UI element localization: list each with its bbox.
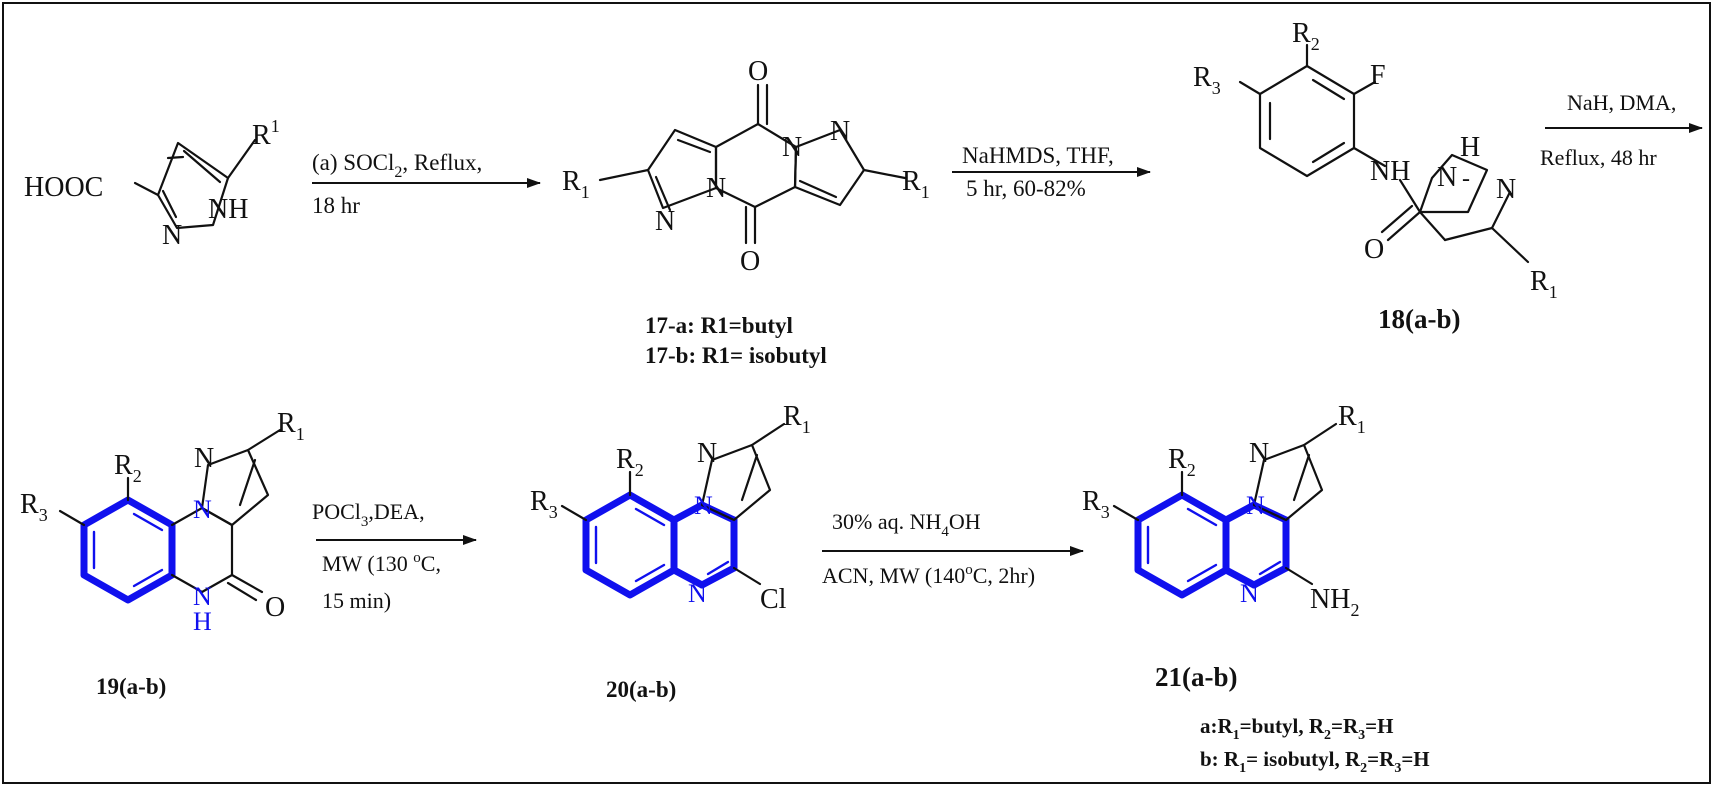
svg-text:R1: R1 [783,401,811,437]
svg-text:N: N [1240,579,1259,608]
svg-text:R2: R2 [1292,18,1320,54]
svg-text:N: N [1246,491,1265,520]
svg-text:N: N [194,443,214,474]
svg-text:30% aq. NH4OH: 30% aq. NH4OH [832,509,981,540]
compound-17a-label: 17-a: R1=butyl [645,313,793,338]
svg-text:NaH, DMA,: NaH, DMA, [1567,90,1676,115]
compound-19: R2 R3 R1 N N N H O 19(a-b) [20,408,305,699]
svg-text:ACN, MW (140oC, 2hr): ACN, MW (140oC, 2hr) [822,562,1035,588]
compound-20-label: 20(a-b) [606,677,676,702]
svg-text:O: O [748,56,768,87]
hooc-label: HOOC [24,172,103,203]
svg-text:R3: R3 [1082,486,1110,522]
arrow-step-4: POCl3,DEA, MW (130 oC, 15 min) [312,499,477,613]
svg-text:R3: R3 [1193,62,1221,98]
compound-21: R2 R3 R1 N N N NH2 21(a-b) a:R1=butyl, R… [1082,401,1430,776]
svg-text:N: N [694,491,713,520]
svg-text:N: N [688,579,707,608]
svg-text:N: N [830,116,850,147]
svg-text:F: F [1370,60,1386,91]
svg-text:R1: R1 [277,408,305,444]
start-compound: HOOC N NH R1 [24,116,280,251]
arrow-step-5: 30% aq. NH4OH ACN, MW (140oC, 2hr) [822,509,1084,588]
svg-text:O: O [1364,234,1384,265]
svg-text:R3: R3 [20,489,48,525]
svg-text:N: N [697,438,717,469]
arrow-step-3: NaH, DMA, Reflux, 48 hr [1540,90,1703,170]
svg-text:R2: R2 [114,450,142,486]
r1-label: R1 [252,116,280,151]
compound-21-label: 21(a-b) [1155,662,1238,692]
svg-text:N: N [1496,174,1516,205]
svg-text:O: O [740,246,760,277]
compound-17: O O N N N N R1 R1 17-a: R1=butyl 17-b: R… [562,56,930,368]
svg-text:O: O [265,592,285,623]
compound-20: R2 R3 R1 N N N Cl 20(a-b) [530,401,811,702]
svg-text:N: N [193,582,212,611]
svg-text:NH2: NH2 [1310,584,1359,620]
svg-text:R3: R3 [530,486,558,522]
nh-label: NH [208,194,248,225]
arrow-step-2: NaHMDS, THF, 5 hr, 60-82% [952,143,1151,201]
svg-text:N: N [655,206,675,237]
svg-text:Reflux, 48 hr: Reflux, 48 hr [1540,145,1657,170]
compound-21-note-b: b: R1= isobutyl, R2=R3=H [1200,747,1430,776]
compound-18: R2 F R3 NH O H N - N R1 18(a-b) [1193,18,1558,334]
svg-text:H: H [193,607,212,636]
svg-text:15 min): 15 min) [322,588,391,613]
svg-text:-: - [1462,166,1470,192]
svg-text:R1: R1 [1530,266,1558,302]
svg-text:18 hr: 18 hr [312,193,360,218]
svg-text:NH: NH [1370,156,1410,187]
svg-text:N: N [1437,162,1457,193]
svg-text:N: N [193,495,212,524]
svg-text:NaHMDS, THF,: NaHMDS, THF, [962,143,1114,168]
compound-19-label: 19(a-b) [96,674,166,699]
compound-18-label: 18(a-b) [1378,304,1461,334]
svg-text:5 hr, 60-82%: 5 hr, 60-82% [966,176,1086,201]
svg-text:(a) SOCl2, Reflux,: (a) SOCl2, Reflux, [312,150,482,181]
svg-text:N: N [1249,438,1269,469]
svg-text:R1: R1 [1338,401,1366,437]
svg-text:R2: R2 [616,444,644,480]
svg-text:R1: R1 [902,166,930,202]
svg-text:N: N [782,132,802,163]
compound-17b-label: 17-b: R1= isobutyl [645,343,827,368]
svg-text:POCl3,DEA,: POCl3,DEA, [312,499,425,530]
n-label: N [162,220,182,251]
compound-21-note-a: a:R1=butyl, R2=R3=H [1200,714,1393,743]
arrow-step-1: (a) SOCl2, Reflux, 18 hr [312,150,541,218]
svg-text:R1: R1 [562,166,590,202]
svg-text:H: H [1460,132,1480,163]
svg-text:Cl: Cl [760,584,787,615]
svg-text:R2: R2 [1168,444,1196,480]
svg-text:N: N [706,173,726,204]
svg-text:MW (130 oC,: MW (130 oC, [322,550,441,576]
